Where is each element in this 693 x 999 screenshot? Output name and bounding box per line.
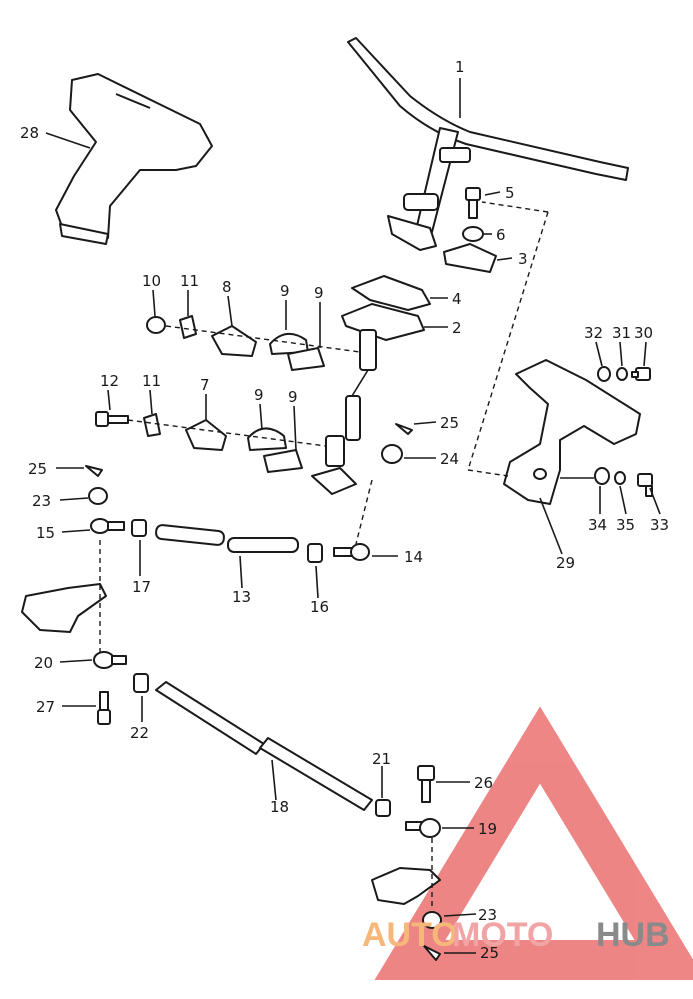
watermark-auto: AUTO [362,916,458,954]
bushing-part-9-d [263,449,303,473]
ball-joint-part-15 [90,518,125,534]
callout-9-a: 9 [280,282,290,300]
callout-29: 29 [556,554,575,572]
watermark-hub: HUB [596,916,670,954]
nut-part-10 [146,316,166,334]
callout-9-b: 9 [314,284,324,302]
callout-32: 32 [584,324,603,342]
callout-27: 27 [36,698,55,716]
watermark-moto: MOTO [452,916,553,954]
castle-nut-part-24 [381,444,403,464]
callout-14: 14 [404,548,423,566]
bolt-part-5 [465,187,481,219]
locknut-part-22 [133,673,149,693]
tie-rod-part-13 [155,524,299,553]
clamp-part-7 [185,419,227,451]
callout-20: 20 [34,654,53,672]
clip-part-11-upper [179,315,197,339]
bushing-part-9-b [287,347,325,371]
washer-part-31 [616,367,628,381]
bolt-part-26 [417,765,435,803]
logo-triangle-inner [495,860,585,920]
callout-13: 13 [232,588,251,606]
callout-1: 1 [455,58,465,76]
callout-18: 18 [270,798,289,816]
logo-triangle-outer [374,706,693,980]
callout-9-c: 9 [254,386,264,404]
callout-28: 28 [20,124,39,142]
callout-25-upper: 25 [440,414,459,432]
handlebar-part-1 [347,37,629,251]
callout-19: 19 [478,820,497,838]
callout-5: 5 [505,184,515,202]
knuckle-arm-right [371,867,441,905]
callout-23-upper: 23 [32,492,51,510]
cotter-pin-part-25-left [85,465,103,477]
ball-joint-part-19 [405,818,441,838]
callout-11-lower: 11 [142,372,161,390]
castle-nut-part-23-lower [422,911,442,929]
locknut-part-21 [375,799,391,817]
clamp-part-8 [211,325,257,357]
callout-17: 17 [132,578,151,596]
bushing-part-9-c [247,427,287,451]
tie-rod-part-18 [155,681,373,811]
knuckle-arm-left [21,583,107,633]
callout-22: 22 [130,724,149,742]
callout-25-bottom: 25 [480,944,499,962]
callout-3: 3 [518,250,528,268]
callout-35: 35 [616,516,635,534]
bolt-part-33 [637,473,653,497]
bolt-part-30 [631,367,651,381]
bolt-part-12 [95,411,129,427]
callout-16: 16 [310,598,329,616]
callout-7: 7 [200,376,210,394]
washer-part-35 [614,471,626,485]
callout-25-left: 25 [28,460,47,478]
callout-4: 4 [452,290,462,308]
callout-30: 30 [634,324,653,342]
castle-nut-part-23-upper [88,487,108,505]
clamp-part-3 [443,243,497,273]
handle-cover-part-28 [55,73,213,245]
callout-21: 21 [372,750,391,768]
cotter-pin-part-25-bottom [423,945,441,961]
automotohub-watermark: AUTO MOTO HUB [362,916,670,954]
callout-10: 10 [142,272,161,290]
clip-part-11-lower [143,413,161,437]
ball-joint-part-20 [93,651,127,669]
bolt-part-27 [97,691,111,725]
callout-26: 26 [474,774,493,792]
steering-column-part-2 [311,303,425,495]
callout-15: 15 [36,524,55,542]
ball-joint-part-14 [333,543,370,561]
callout-9-d: 9 [288,388,298,406]
cotter-pin-part-25-upper [395,423,413,435]
washer-part-34 [594,467,610,485]
callout-23-lower: 23 [478,906,497,924]
mounting-bracket-part-29 [503,359,641,505]
locknut-part-17 [131,519,147,537]
callout-24: 24 [440,450,459,468]
column-bracket-part-4 [351,275,431,311]
callout-2: 2 [452,319,462,337]
automotohub-logo [374,706,693,980]
washer-part-32 [597,366,611,382]
nut-part-6 [462,226,484,242]
locknut-part-16 [307,543,323,563]
callout-31: 31 [612,324,631,342]
callout-8: 8 [222,278,232,296]
callout-34: 34 [588,516,607,534]
callout-6: 6 [496,226,506,244]
callout-12: 12 [100,372,119,390]
callout-11-upper: 11 [180,272,199,290]
callout-33: 33 [650,516,669,534]
